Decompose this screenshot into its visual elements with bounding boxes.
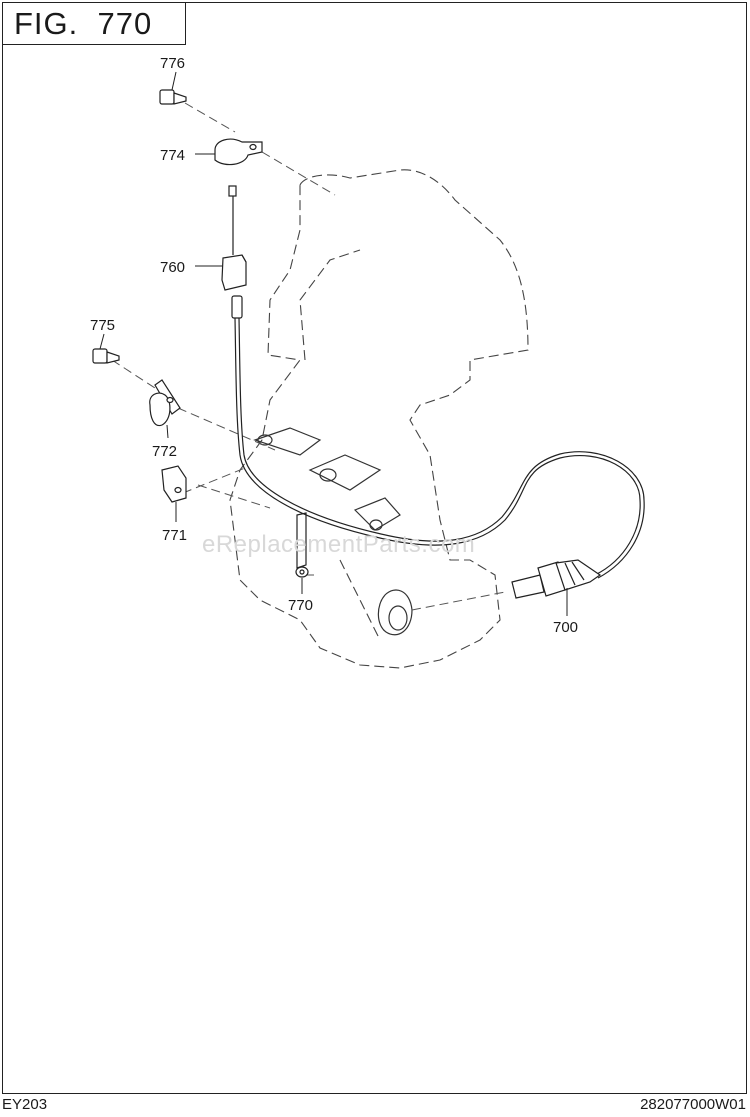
callout-775: 775 [90, 317, 115, 334]
part-776-bolt [159, 89, 187, 105]
sensor-cable [234, 298, 645, 579]
assembly-lines [111, 102, 506, 611]
engine-outline [229, 169, 529, 669]
callout-776: 776 [160, 55, 185, 72]
part-code: 282077000W01 [640, 1096, 746, 1113]
part-771-clip [161, 465, 187, 503]
part-774-clamp [214, 138, 263, 166]
part-700-sensor-assembly [511, 559, 602, 599]
drawing-frame [2, 2, 747, 1094]
cable-connector-top [231, 295, 243, 319]
part-772-clamp [149, 379, 181, 427]
part-760-sensor [221, 185, 247, 291]
callout-leaders [99, 71, 568, 616]
engine-details [253, 427, 413, 636]
watermark-text: eReplacementParts.com [202, 531, 475, 558]
model-number: EY203 [2, 1096, 48, 1113]
part-770-strap [295, 512, 309, 578]
callout-760: 760 [160, 259, 185, 276]
callout-774: 774 [160, 147, 185, 164]
figure-title: FIG. 770 [2, 2, 186, 45]
callout-770: 770 [288, 597, 313, 614]
part-775-bolt [92, 348, 120, 364]
callout-700: 700 [553, 619, 578, 636]
callout-771: 771 [162, 527, 187, 544]
callout-772: 772 [152, 443, 177, 460]
